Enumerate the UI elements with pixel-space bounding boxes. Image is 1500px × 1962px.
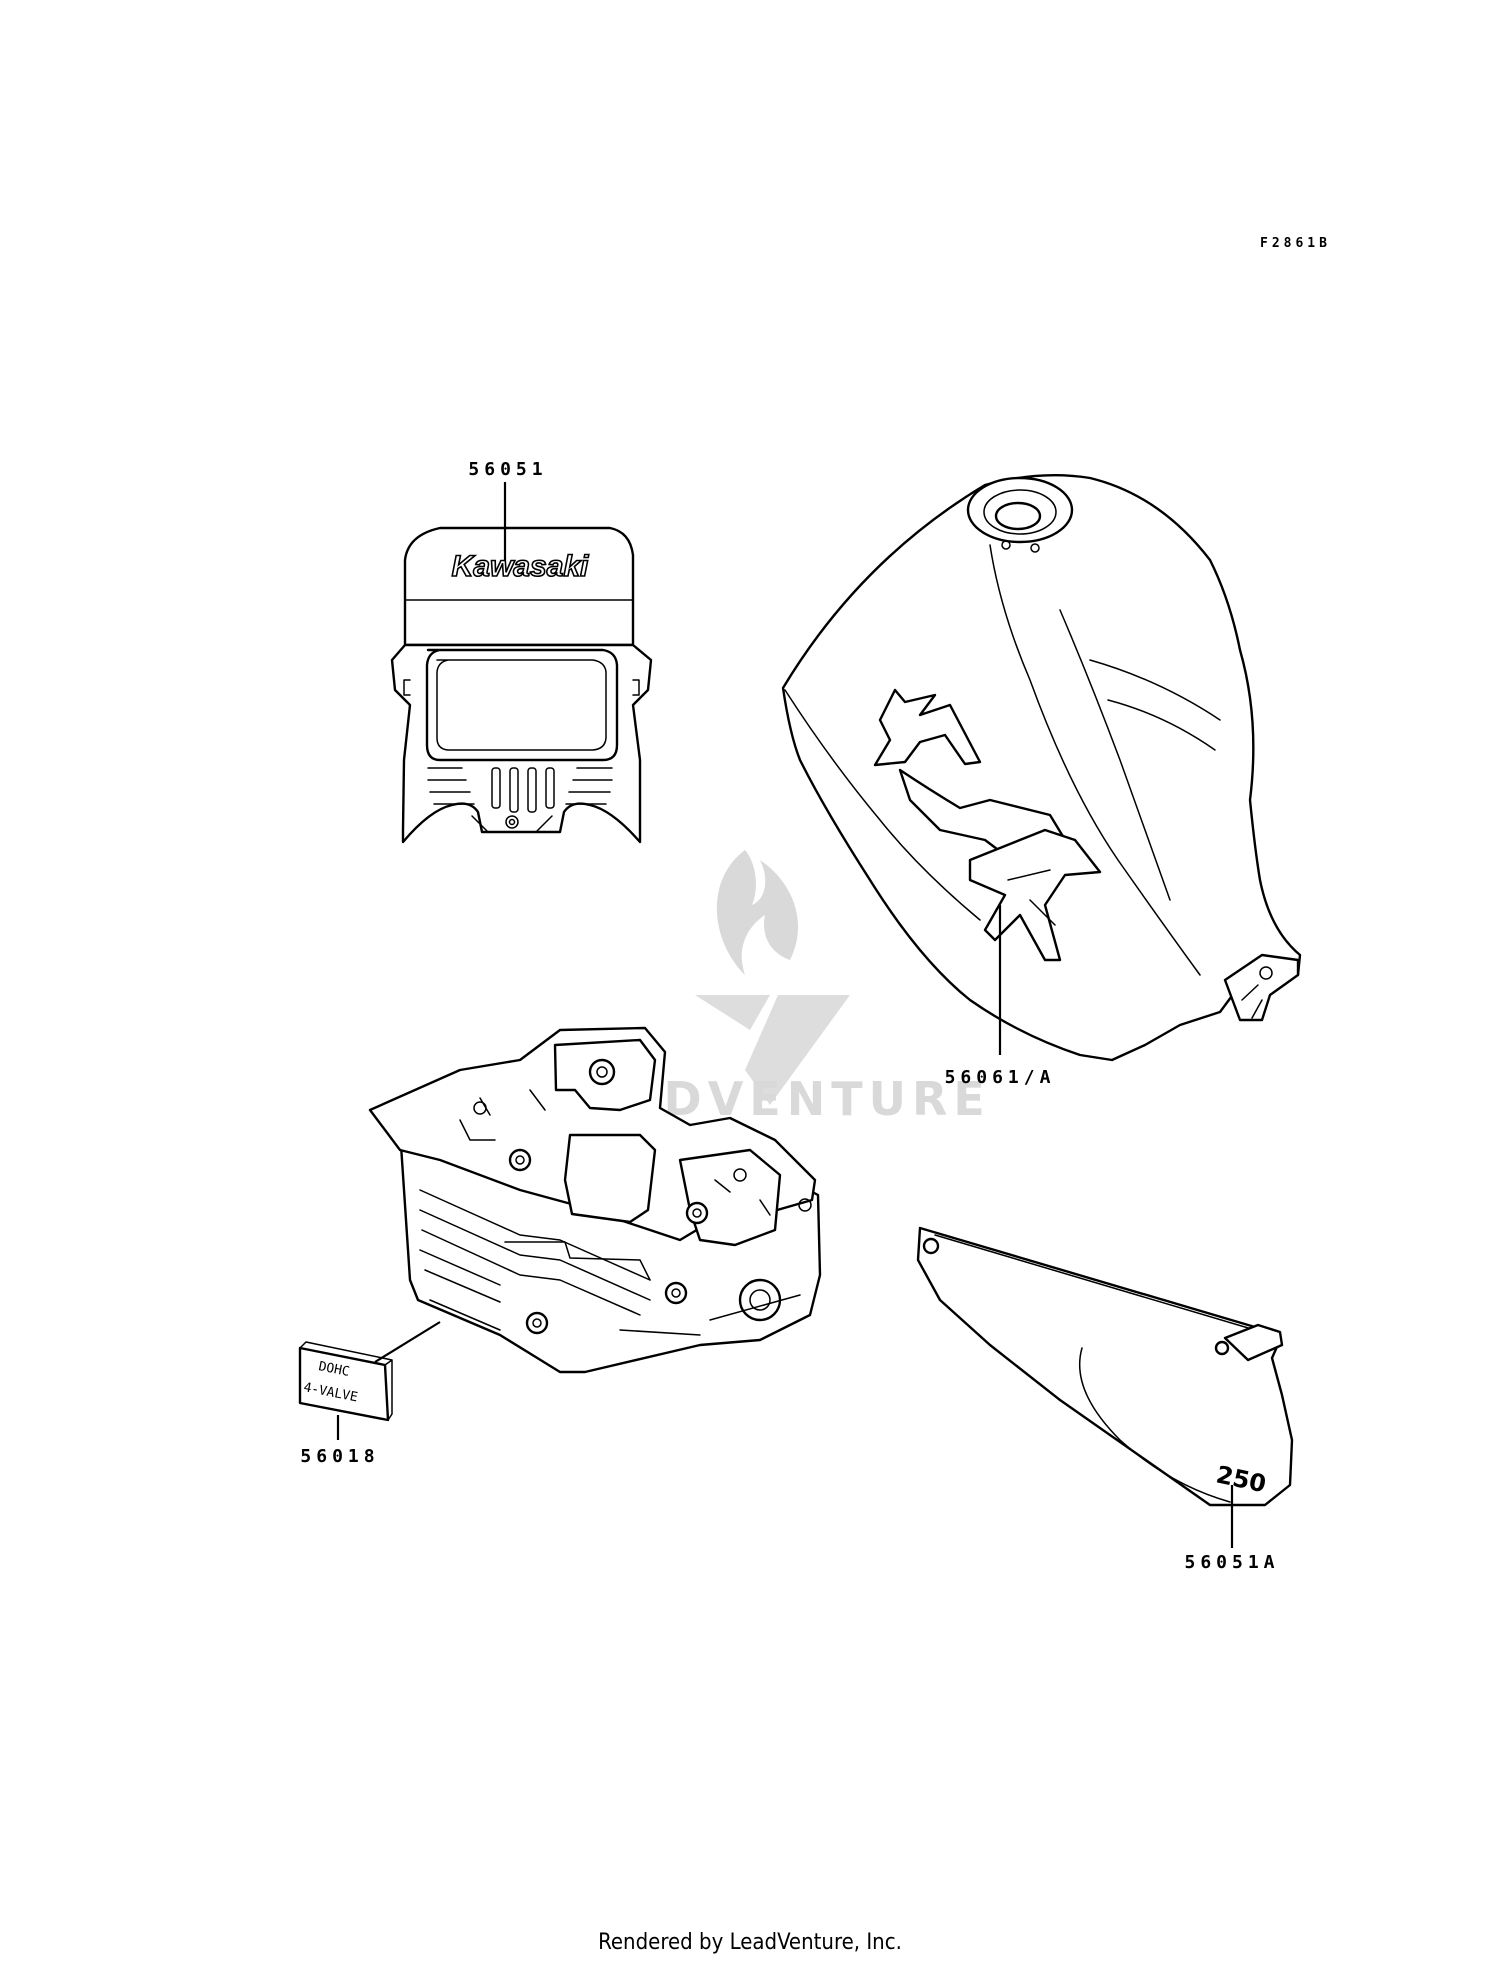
leader-56018-head [374,1321,441,1363]
part-label-56051: 56051 [468,459,547,480]
valve-label-tag: DOHC 4-VALVE [298,1341,393,1422]
side-cover: 250 [916,1226,1294,1507]
valve-label-line1: DOHC [317,1359,351,1380]
watermark-logo [695,850,850,1105]
fuel-tank [781,474,1302,1062]
kawasaki-decal: Kawasaki [452,550,589,583]
part-label-56018: 56018 [300,1446,379,1467]
cylinder-head [368,1026,822,1374]
headlight-number-plate: Kawasaki [390,526,653,844]
part-label-56051a: 56051A [1184,1552,1279,1573]
diagram-code: F2861B [1260,236,1331,251]
footer-credit: Rendered by LeadVenture, Inc. [598,1930,902,1955]
part-label-56061-a: 56061/A [945,1067,1056,1088]
